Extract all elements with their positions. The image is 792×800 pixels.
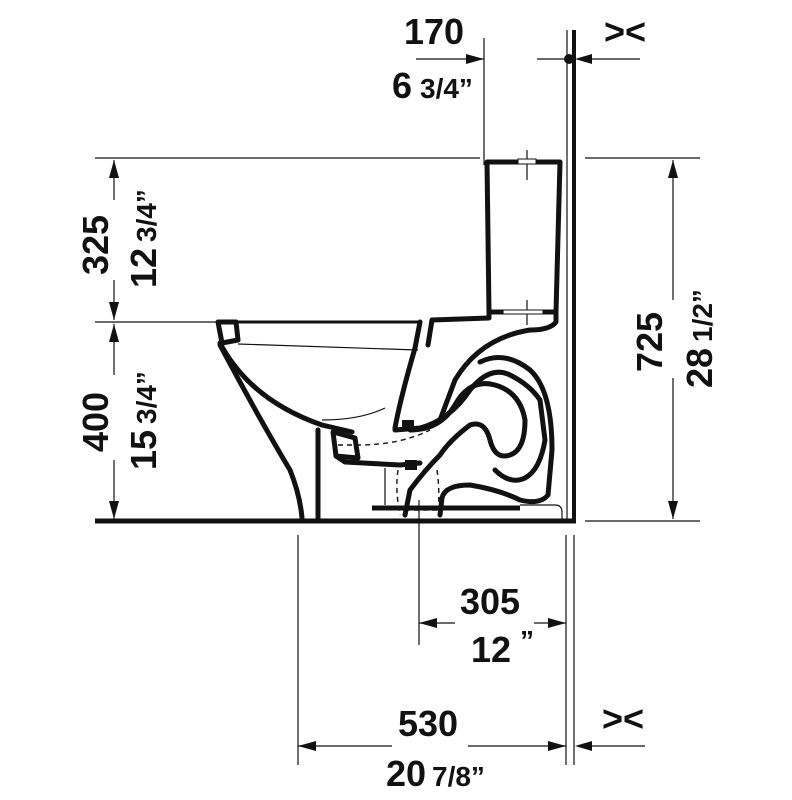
tank-offset-inch-whole: 6 [392, 65, 412, 106]
total-height-inch-frac: 1/2” [687, 289, 718, 342]
dimension-total-height: 725 28 1/2” [629, 160, 720, 519]
tank-height-inch-whole: 12 [123, 248, 164, 288]
x-mark-top: >< [604, 11, 646, 52]
total-depth-mm: 530 [398, 703, 458, 744]
total-depth-inch-whole: 20 [386, 753, 426, 794]
dimension-tank-offset: 170 6 3/4” [392, 11, 484, 106]
tank-height-inch-frac: 3/4” [131, 189, 162, 242]
total-height-mm: 725 [629, 312, 670, 372]
dimension-total-depth: 530 20 7/8” [298, 703, 566, 794]
wall-reference-marker-top [537, 54, 640, 64]
total-depth-inch-frac: 7/8” [432, 761, 485, 792]
seat-height-inch-frac: 3/4” [131, 371, 162, 424]
wall [565, 30, 576, 765]
rough-in-inch-frac: ” [520, 625, 534, 656]
total-height-inch-whole: 28 [679, 348, 720, 388]
tank-height-mm: 325 [75, 215, 116, 275]
dimension-left-vertical: 325 12 3/4” 400 15 3/4” [75, 160, 164, 519]
seat-height-inch-whole: 15 [123, 430, 164, 470]
toilet-outline [215, 150, 563, 521]
rough-in-inch-whole: 12 [471, 629, 511, 670]
dimension-rough-in: 305 12 ” [419, 581, 566, 670]
wall-reference-marker-bottom: >< [575, 698, 645, 751]
extension-lines [95, 38, 700, 765]
tank-offset-mm: 170 [404, 11, 464, 52]
rough-in-mm: 305 [460, 581, 520, 622]
x-mark-bottom: >< [602, 698, 644, 739]
seat-height-mm: 400 [75, 392, 116, 452]
tank-offset-inch-frac: 3/4” [420, 73, 473, 104]
